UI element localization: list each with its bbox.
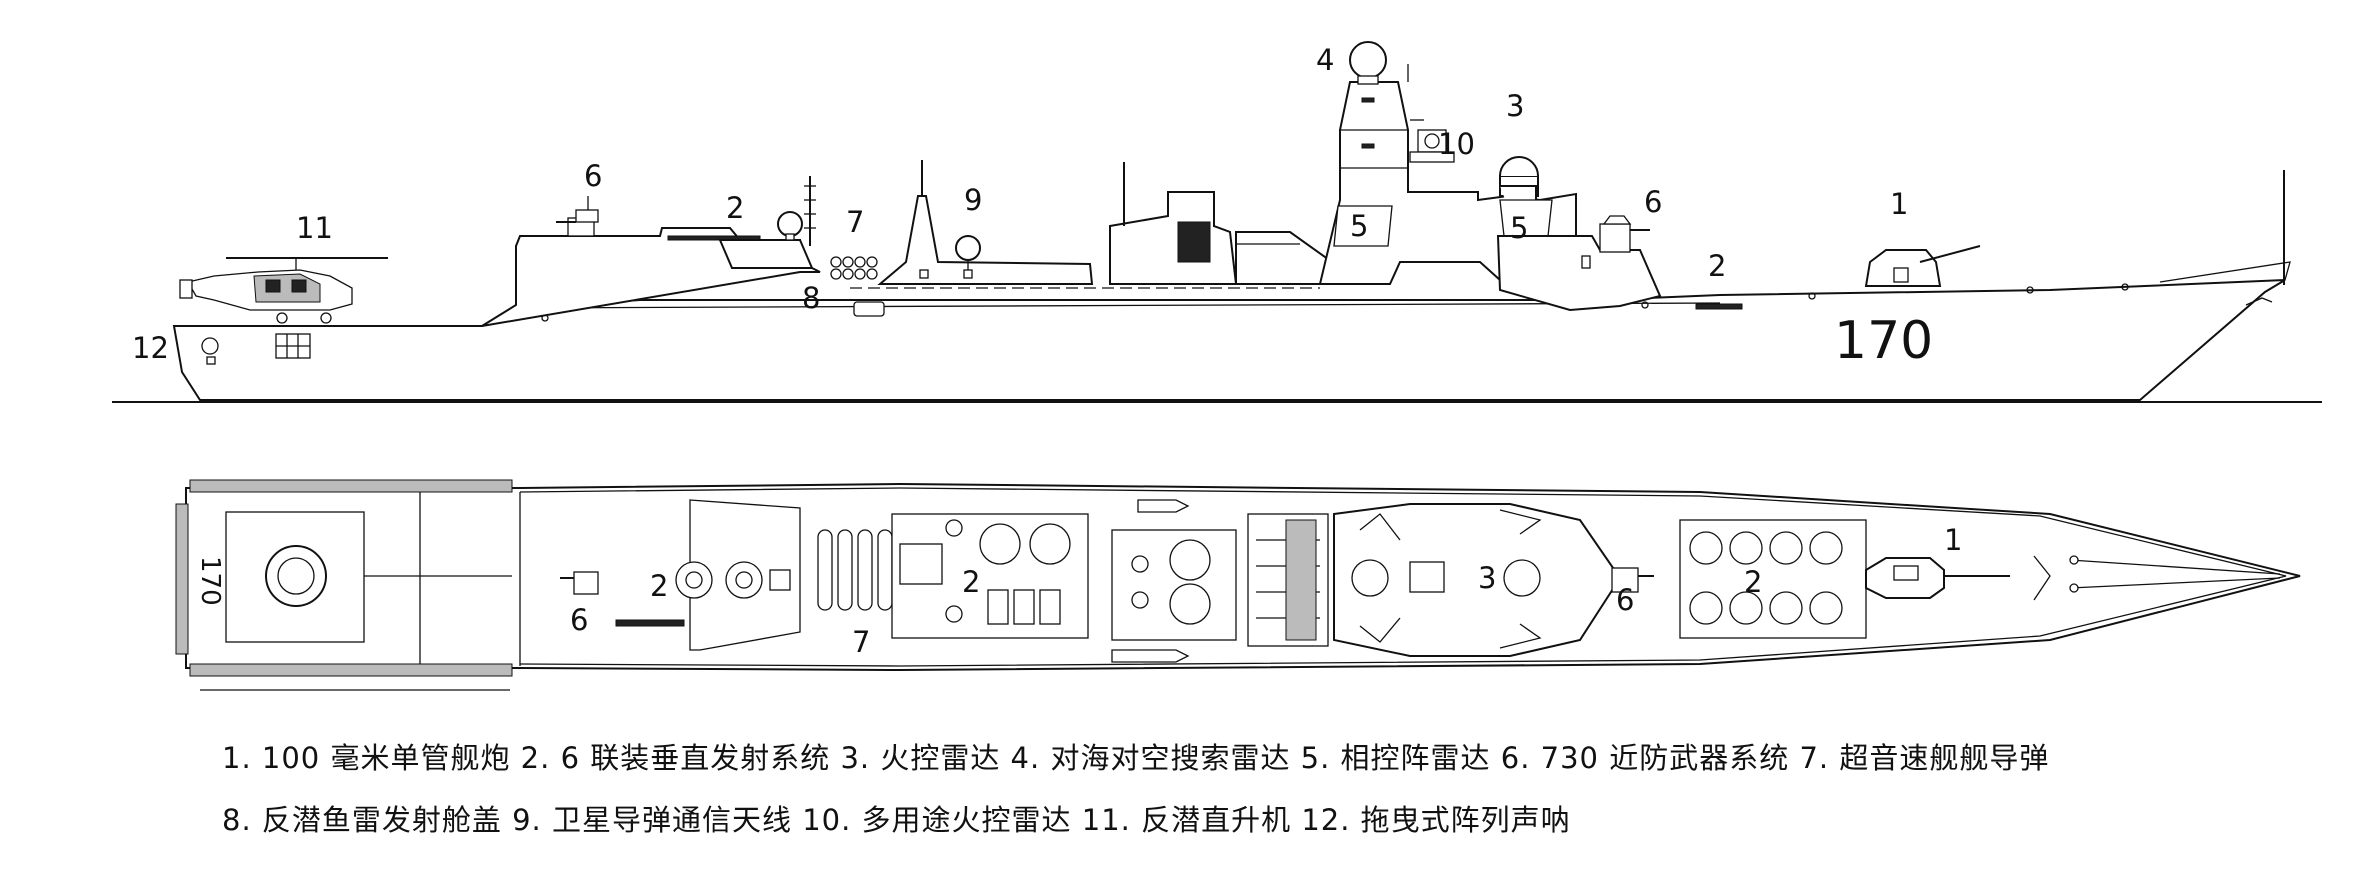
top-callout-6: 6 (1616, 583, 1634, 617)
side-callout-5: 5 (1510, 211, 1528, 245)
top-callout-2: 2 (962, 565, 980, 599)
top-callout-2: 2 (650, 569, 668, 603)
side-callout-6: 6 (1644, 185, 1662, 219)
top-callout-1: 1 (1944, 523, 1962, 557)
top-hull-number: 170 (195, 556, 225, 606)
top-callout-3: 3 (1478, 561, 1496, 595)
side-view: 170 1 2 2 3 4 5 5 6 6 7 8 9 10 11 12 (112, 41, 2322, 403)
legend-line-1: 1. 100 毫米单管舰炮 2. 6 联装垂直发射系统 3. 火控雷达 4. 对… (222, 741, 2050, 775)
side-callout-6: 6 (584, 159, 602, 193)
side-hull-number: 170 (1834, 311, 1933, 371)
top-missile-tubes (817, 529, 893, 611)
side-callout-4: 4 (1316, 43, 1334, 77)
top-callout-2: 2 (1744, 565, 1762, 599)
side-callout-10: 10 (1438, 127, 1475, 161)
top-view: 170 (175, 479, 2301, 691)
side-callout-8: 8 (802, 281, 820, 315)
side-callout-3: 3 (1506, 89, 1524, 123)
side-callout-2: 2 (726, 191, 744, 225)
side-callout-9: 9 (964, 183, 982, 217)
side-helicopter (179, 257, 388, 324)
top-callout-6: 6 (570, 603, 588, 637)
side-callout-2: 2 (1708, 249, 1726, 283)
side-callout-1: 1 (1890, 187, 1908, 221)
side-callout-11: 11 (296, 211, 333, 245)
side-missile-canisters (830, 256, 878, 280)
top-callout-7: 7 (852, 625, 870, 659)
side-hull (172, 279, 2286, 401)
side-callout-12: 12 (132, 331, 169, 365)
side-callout-7: 7 (846, 205, 864, 239)
legend-line-2: 8. 反潜鱼雷发射舱盖 9. 卫星导弹通信天线 10. 多用途火控雷达 11. … (222, 803, 1571, 837)
side-callout-5: 5 (1350, 209, 1368, 243)
